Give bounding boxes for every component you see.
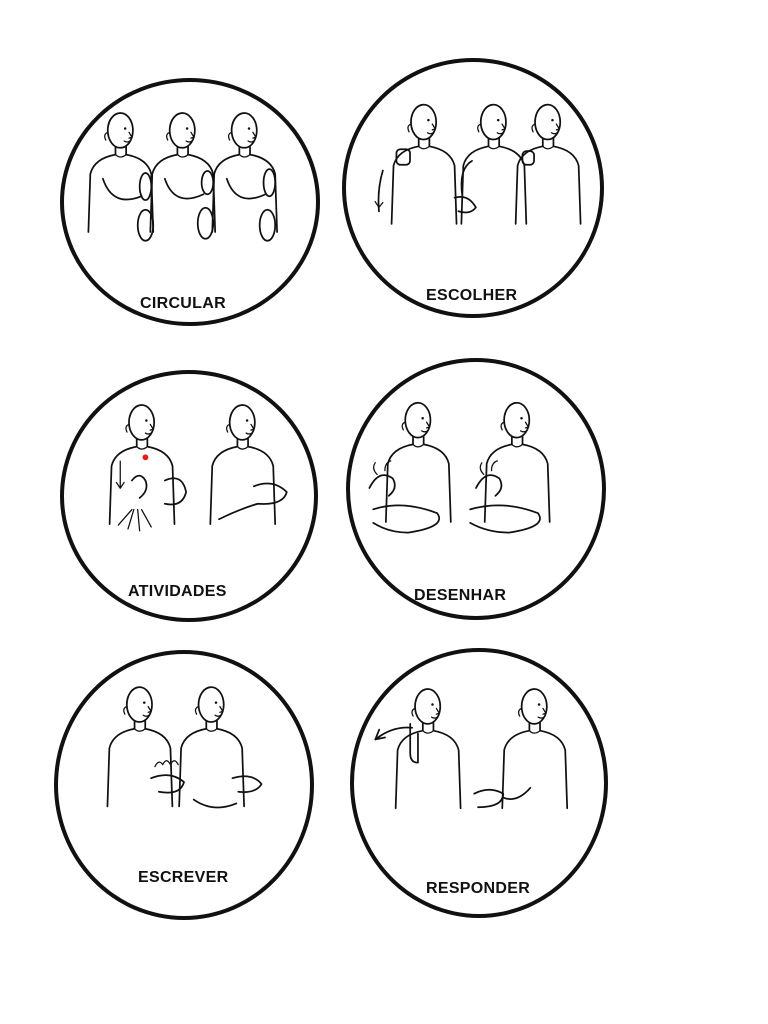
card-label: CIRCULAR <box>140 295 226 312</box>
sign-card-atividades: ATIVIDADES <box>60 370 318 622</box>
card-label: ESCOLHER <box>426 287 518 304</box>
red-mark <box>142 454 149 461</box>
sign-card-escrever: ESCREVER <box>54 650 314 920</box>
responder-illustration <box>374 688 569 810</box>
card-label: RESPONDER <box>426 880 531 897</box>
sign-card-escolher: ESCOLHER <box>342 58 604 318</box>
atividades-illustration <box>108 404 288 532</box>
sign-card-responder: RESPONDER <box>350 648 608 918</box>
escrever-illustration <box>106 686 263 809</box>
card-label: ATIVIDADES <box>128 583 227 600</box>
circular-illustration <box>87 112 278 242</box>
sign-card-desenhar: DESENHAR <box>346 358 606 620</box>
escolher-illustration <box>374 103 582 225</box>
card-label: ESCREVER <box>138 869 229 886</box>
card-label: DESENHAR <box>414 587 507 604</box>
desenhar-illustration <box>368 401 551 534</box>
sign-card-circular: CIRCULAR <box>60 78 320 326</box>
